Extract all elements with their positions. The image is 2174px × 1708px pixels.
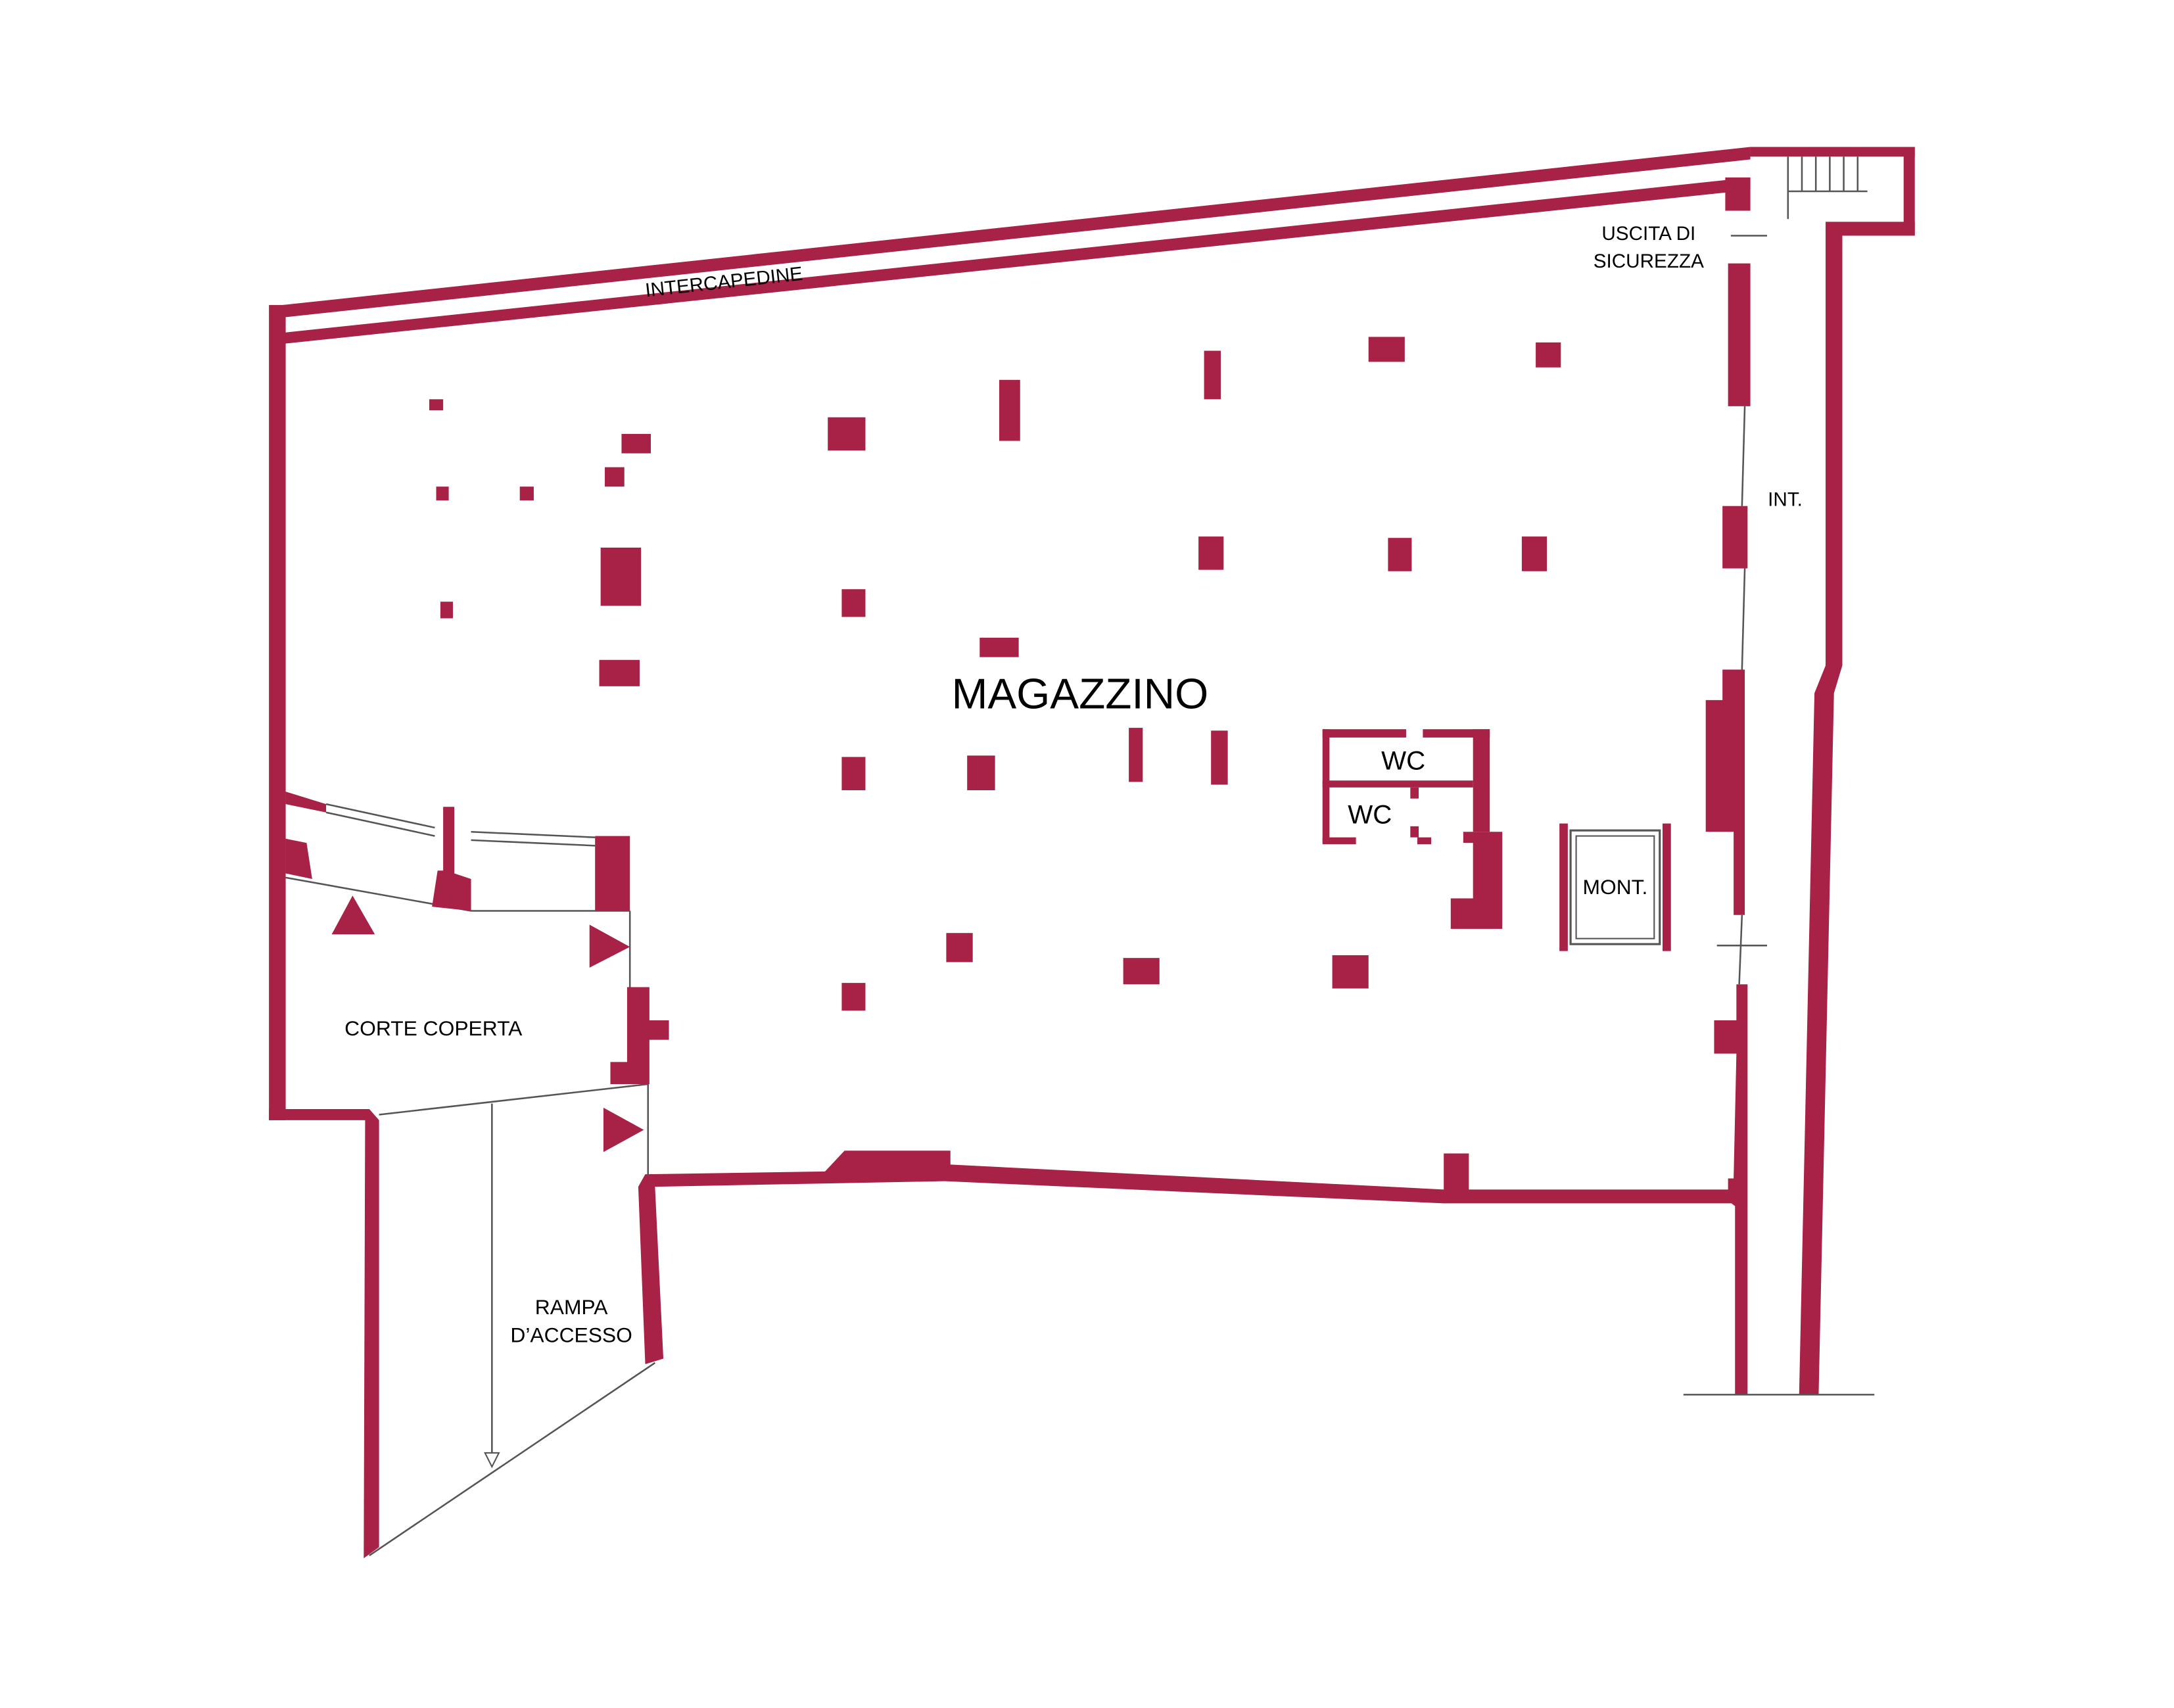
column xyxy=(1536,342,1561,368)
east-glass-2 xyxy=(1741,568,1746,670)
corte-edge xyxy=(379,1083,648,1116)
corte-wall-mid xyxy=(432,807,471,911)
corte-coperta-label: CORTE COPERTA xyxy=(344,1016,523,1040)
column xyxy=(999,379,1020,441)
stair-wall-right xyxy=(1903,147,1915,236)
corte-wall-w xyxy=(285,838,312,879)
column xyxy=(1211,730,1228,785)
mont-cabin-inner xyxy=(1575,835,1655,939)
ramp-edge xyxy=(369,1362,656,1557)
north-wall-inner xyxy=(283,177,1751,344)
rampa-label-line2: D’ACCESSO xyxy=(510,1323,632,1346)
outer-walls xyxy=(269,147,1915,1559)
corte-wall-e xyxy=(595,836,630,911)
wc-wall-bottom-r xyxy=(1417,837,1432,845)
east-glass-1 xyxy=(1741,406,1746,506)
column xyxy=(599,659,640,686)
wc-wall-bottom xyxy=(1322,837,1356,845)
mont-frame-right xyxy=(1663,823,1671,951)
wc-lower-label: WC xyxy=(1348,800,1392,830)
wc-door-jamb-2 xyxy=(1410,826,1419,838)
corte-wall-e2 xyxy=(610,987,669,1085)
column xyxy=(436,486,449,501)
arrow-right-icon xyxy=(603,1107,644,1152)
wc-door-jamb xyxy=(1410,787,1419,799)
window-2b xyxy=(471,839,596,847)
column xyxy=(980,638,1019,657)
entrance-arrows xyxy=(331,895,644,1152)
column xyxy=(841,757,866,790)
east-pilaster-3 xyxy=(1705,669,1745,915)
corte-walls xyxy=(285,792,669,1085)
window-2 xyxy=(471,830,596,838)
column xyxy=(429,399,444,411)
column xyxy=(605,467,625,487)
column xyxy=(828,417,866,451)
columns xyxy=(429,337,1561,1011)
column xyxy=(1123,958,1160,985)
stair-wall-top xyxy=(1750,147,1915,157)
east-pilaster-1 xyxy=(1728,263,1751,406)
arrow-right-icon xyxy=(589,924,630,968)
ramp-arrow-icon xyxy=(484,1452,500,1469)
wc-block xyxy=(1322,729,1503,929)
column xyxy=(621,434,651,454)
column xyxy=(519,486,534,501)
column xyxy=(967,755,995,790)
east-pilaster-2 xyxy=(1722,506,1748,569)
uscita-label-line2: SICUREZZA xyxy=(1594,250,1704,272)
south-wall xyxy=(638,1151,1737,1365)
wc-wall-mid xyxy=(1322,780,1473,788)
column xyxy=(1129,728,1143,782)
wc-wall-top xyxy=(1322,729,1406,738)
west-wall xyxy=(269,304,286,1120)
mont-label: MONT. xyxy=(1582,875,1647,899)
column xyxy=(600,547,642,606)
wc-wall-stub xyxy=(1450,832,1503,929)
mont-cabin xyxy=(1569,829,1661,945)
wc-upper-label: WC xyxy=(1381,746,1425,775)
rampa-label-line1: RAMPA xyxy=(535,1295,609,1319)
column xyxy=(1521,536,1548,571)
corte-wall-nw xyxy=(285,792,327,813)
column xyxy=(1198,536,1224,570)
column xyxy=(1204,350,1221,400)
north-wall-outer xyxy=(283,147,1751,318)
wc-wall-right xyxy=(1473,729,1490,832)
column xyxy=(841,589,866,617)
column xyxy=(841,983,866,1011)
window-1b xyxy=(325,811,435,837)
sw-wall-1 xyxy=(269,1109,379,1559)
column xyxy=(1332,955,1369,989)
column xyxy=(440,602,453,619)
column xyxy=(1388,538,1412,571)
arrow-up-icon xyxy=(331,895,375,935)
column xyxy=(1368,337,1405,362)
int-label: INT. xyxy=(1768,489,1803,511)
montacarichi xyxy=(1559,823,1671,951)
mont-frame-left xyxy=(1559,823,1568,951)
magazzino-label: MAGAZZINO xyxy=(952,670,1209,718)
window-1 xyxy=(325,803,435,829)
east-wall-top xyxy=(1725,177,1751,211)
east-glass-3 xyxy=(1738,914,1743,985)
uscita-label-line1: USCITA DI xyxy=(1601,223,1695,245)
column xyxy=(946,933,973,962)
stair-wall-bottom xyxy=(1799,222,1915,1395)
